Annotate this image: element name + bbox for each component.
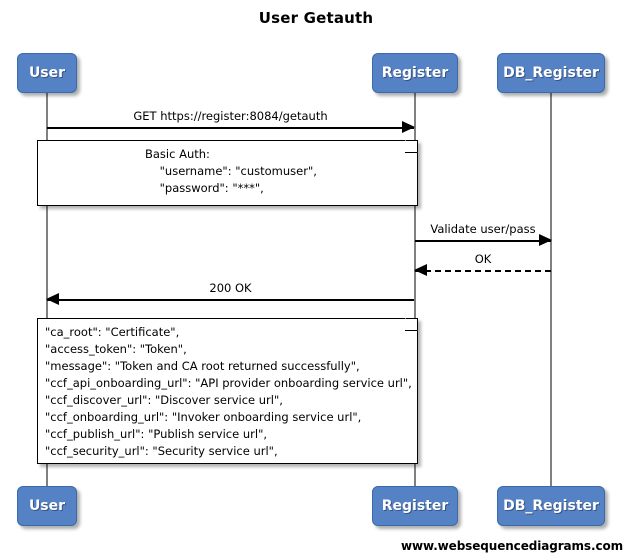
- participant-label: Register: [381, 498, 449, 514]
- page-title: User Getauth: [258, 9, 374, 27]
- note-line: "ccf_security_url": "Security service ur…: [45, 444, 278, 458]
- note-line: "message": "Token and CA root returned s…: [45, 359, 360, 373]
- participant-register-bottom[interactable]: Register: [372, 486, 458, 526]
- arrow-head-left-icon: [414, 264, 427, 276]
- message-line: [47, 299, 414, 301]
- arrow-head-right-icon: [539, 234, 552, 246]
- participant-label: Register: [381, 65, 449, 81]
- arrow-head-left-icon: [46, 293, 59, 305]
- participant-user-top[interactable]: User: [17, 53, 77, 93]
- participant-label: User: [28, 498, 66, 514]
- message-line: [415, 270, 551, 272]
- note-line: "ccf_onboarding_url": "Invoker onboardin…: [45, 410, 362, 424]
- arrow-head-right-icon: [402, 121, 415, 133]
- participant-user-bottom[interactable]: User: [17, 486, 77, 526]
- note-line: "ccf_publish_url": "Publish service url"…: [45, 427, 268, 441]
- participant-label: DB_Register: [503, 65, 599, 81]
- message-line: [47, 127, 414, 129]
- note-line: "ca_root": "Certificate",: [45, 325, 180, 339]
- participant-label: DB_Register: [503, 498, 599, 514]
- note-line: Basic Auth:: [145, 147, 210, 161]
- lifeline-user: [46, 93, 48, 492]
- participant-db-register-top[interactable]: DB_Register: [497, 53, 605, 93]
- note-line: "username": "customuser",: [145, 164, 317, 178]
- lifeline-db-register: [550, 93, 552, 492]
- note-line: "access_token": "Token",: [45, 342, 187, 356]
- message-line: [415, 240, 551, 242]
- message-label: Validate user/pass: [430, 222, 536, 236]
- participant-db-register-bottom[interactable]: DB_Register: [497, 486, 605, 526]
- note-line: "password": "***",: [145, 181, 264, 195]
- participant-register-top[interactable]: Register: [372, 53, 458, 93]
- note-line: "ccf_discover_url": "Discover service ur…: [45, 393, 283, 407]
- message-label: OK: [474, 252, 492, 266]
- note-basic-auth: Basic Auth: "username": "customuser", "p…: [37, 140, 418, 206]
- lifeline-register: [414, 93, 416, 492]
- note-line: "ccf_api_onboarding_url": "API provider …: [45, 376, 412, 390]
- message-label: GET https://register:8084/getauth: [133, 109, 328, 123]
- participant-label: User: [28, 65, 66, 81]
- message-label: 200 OK: [209, 281, 252, 295]
- note-response-payload: "ca_root": "Certificate", "access_token"…: [37, 318, 418, 464]
- footer-watermark: www.websequencediagrams.com: [401, 539, 623, 553]
